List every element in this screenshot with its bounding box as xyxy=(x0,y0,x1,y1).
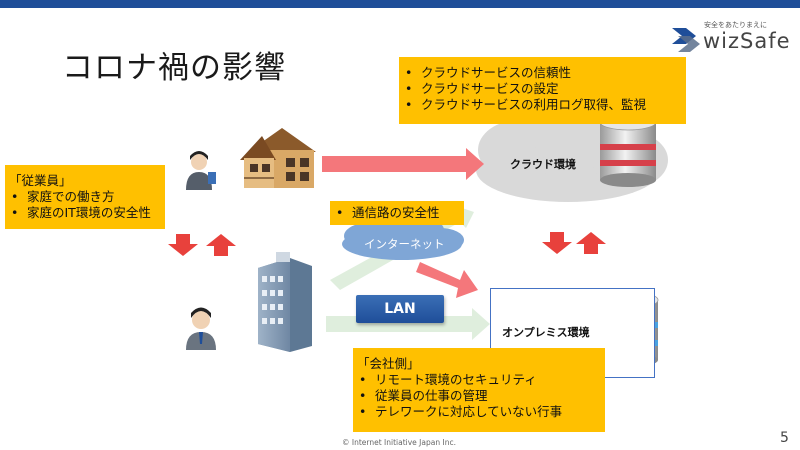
internet-label: インターネット xyxy=(364,237,445,251)
logo-name: wizSafe xyxy=(703,29,791,53)
onprem-environment-label: オンプレミス環境 xyxy=(502,326,590,339)
copyright-icon: © xyxy=(342,438,350,447)
cloud-concern-item: クラウドサービスの信頼性 xyxy=(399,65,686,81)
cloud-environment-label: クラウド環境 xyxy=(510,158,576,171)
employee-callout: 「従業員」 家庭での働き方 家庭のIT環境の安全性 xyxy=(5,165,165,229)
internet-to-onprem-arrow xyxy=(416,262,478,298)
cloud-database-icon xyxy=(599,113,657,187)
company-callout-heading: 「会社側」 xyxy=(357,356,420,371)
employee-concern-item: 家庭での働き方 xyxy=(5,189,165,205)
employee-concern-item: 家庭のIT環境の安全性 xyxy=(5,205,165,221)
lan-label: LAN xyxy=(384,301,416,317)
home-to-cloud-arrow xyxy=(322,148,484,180)
copyright-text: Internet Initiative Japan Inc. xyxy=(351,438,456,447)
company-concern-item: 従業員の仕事の管理 xyxy=(353,388,605,404)
cloud-concern-item: クラウドサービスの利用ログ取得、監視 xyxy=(399,97,686,113)
slide-title: コロナ禍の影響 xyxy=(62,50,286,86)
employee-bidirectional-arrows xyxy=(168,234,236,256)
cloud-concerns-callout: クラウドサービスの信頼性 クラウドサービスの設定 クラウドサービスの利用ログ取得… xyxy=(399,57,686,124)
employee-person-icon xyxy=(186,151,216,190)
logo-tagline: 安全をあたりまえに xyxy=(704,21,767,29)
employee-callout-heading: 「従業員」 xyxy=(9,173,72,188)
page-number: 5 xyxy=(780,430,789,446)
cloud-onprem-bidirectional-arrows xyxy=(542,232,606,254)
company-callout: 「会社側」 リモート環境のセキュリティ 従業員の仕事の管理 テレワークに対応して… xyxy=(353,348,605,432)
house-icon xyxy=(240,128,316,188)
wizsafe-logo-icon xyxy=(672,28,700,52)
network-callout: 通信路の安全性 xyxy=(330,201,464,225)
wizsafe-logo: 安全をあたりまえに wizSafe xyxy=(670,20,795,56)
top-accent-bar xyxy=(0,0,800,8)
network-concern-item: 通信路の安全性 xyxy=(330,205,464,221)
office-building-icon xyxy=(258,252,312,352)
company-concern-item: テレワークに対応していない行事 xyxy=(353,404,605,420)
copyright-footer: © Internet Initiative Japan Inc. xyxy=(342,438,456,447)
company-person-icon xyxy=(186,307,216,350)
cloud-concern-item: クラウドサービスの設定 xyxy=(399,81,686,97)
company-concern-item: リモート環境のセキュリティ xyxy=(353,372,605,388)
lan-box: LAN xyxy=(356,295,444,323)
